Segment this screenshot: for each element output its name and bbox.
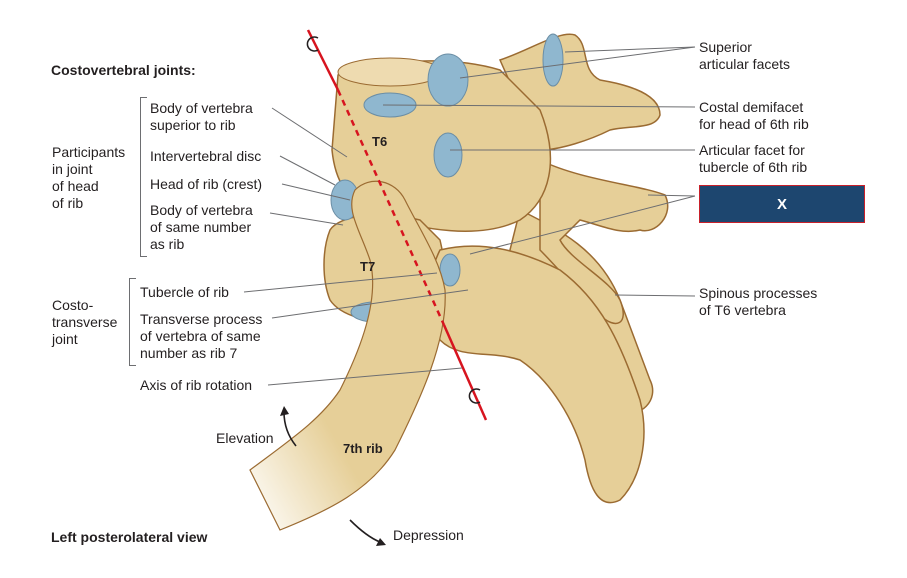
label-body-same-number: Body of vertebra of same number as rib (150, 202, 253, 252)
hidden-answer-text: X (776, 195, 787, 213)
label-head-of-rib: Head of rib (crest) (150, 176, 263, 192)
leader-lines (243, 46, 696, 386)
label-body-superior: Body of vertebra superior to rib (150, 100, 253, 133)
rotation-axis-solid-bottom (442, 324, 488, 421)
rotation-axis-dashed (336, 89, 446, 326)
label-intervertebral-disc: Intervertebral disc (150, 148, 262, 164)
label-depression: Depression (393, 527, 464, 543)
label-costal-demifacet: Costal demifacet for head of 6th rib (699, 99, 809, 132)
rotation-arrow-bottom-icon (468, 388, 481, 404)
label-t7: T7 (360, 259, 376, 274)
label-axis-of-rotation: Axis of rib rotation (140, 377, 253, 393)
label-t6: T6 (372, 134, 388, 149)
label-spinous-processes: Spinous processes of T6 vertebra (699, 285, 818, 318)
costotransverse-bracket (129, 278, 136, 366)
label-elevation: Elevation (216, 430, 274, 446)
seventh-rib (249, 180, 446, 531)
rotation-arrow-top-icon (306, 36, 319, 52)
rotation-axis-solid-top (306, 29, 340, 91)
label-superior-articular-facets: Superior articular facets (699, 39, 791, 72)
head-joint-bracket (140, 97, 147, 257)
label-articular-facet-tubercle: Articular facet for tubercle of 6th rib (699, 142, 808, 175)
view-label: Left posterolateral view (51, 529, 208, 545)
hidden-answer-box[interactable]: X (699, 185, 865, 223)
costotransverse-group-label: Costo- transverse joint (52, 297, 118, 347)
depression-arrow-icon (349, 519, 381, 543)
label-tubercle-of-rib: Tubercle of rib (140, 284, 229, 300)
label-transverse-process: Transverse process of vertebra of same n… (140, 311, 263, 361)
joints-title: Costovertebral joints: (51, 62, 196, 78)
label-7th-rib: 7th rib (343, 441, 383, 456)
head-joint-group-label: Participants in joint of head of rib (52, 144, 126, 211)
